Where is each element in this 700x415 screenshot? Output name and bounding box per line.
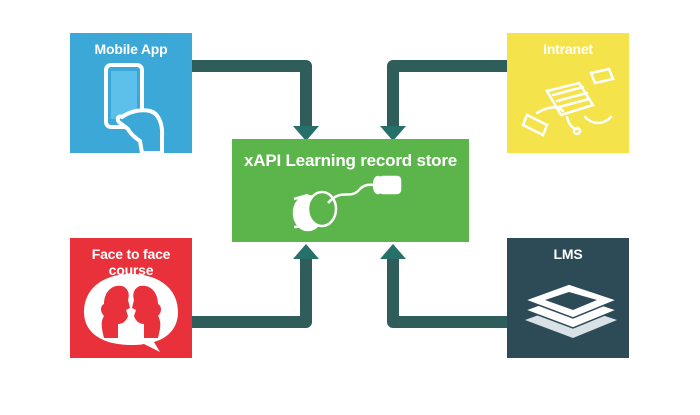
arrow-intranet-to-lrs (380, 60, 507, 141)
node-intranet-box (507, 33, 629, 153)
node-mobile-app-label: Mobile App (94, 41, 168, 57)
arrow-face-to-lrs (192, 244, 319, 328)
node-lms-label: LMS (553, 246, 583, 262)
node-face-to-face-box (70, 238, 192, 358)
two-faces-icon (84, 274, 178, 352)
node-intranet: Intranet (507, 33, 629, 153)
node-mobile-app-box (70, 33, 192, 153)
stacked-layers-icon (522, 283, 620, 338)
arrow-mobile-to-lrs (192, 60, 319, 141)
tin-can-telephone-icon (292, 175, 402, 232)
phone-hand-icon (104, 63, 165, 153)
node-lrs-box (232, 139, 469, 242)
node-lrs-label: xAPI Learning record store (243, 151, 458, 170)
node-learning-record-store: xAPI Learning record store (232, 139, 469, 242)
node-lms: LMS (507, 238, 629, 358)
node-intranet-label: Intranet (543, 41, 593, 57)
node-face-to-face-label: Face to face course (91, 246, 171, 278)
node-mobile-app: Mobile App (70, 33, 192, 153)
node-face-to-face-course: Face to face course (70, 238, 192, 358)
node-lms-box (507, 238, 629, 358)
arrow-lms-to-lrs (380, 244, 507, 328)
network-computers-icon (521, 67, 615, 137)
